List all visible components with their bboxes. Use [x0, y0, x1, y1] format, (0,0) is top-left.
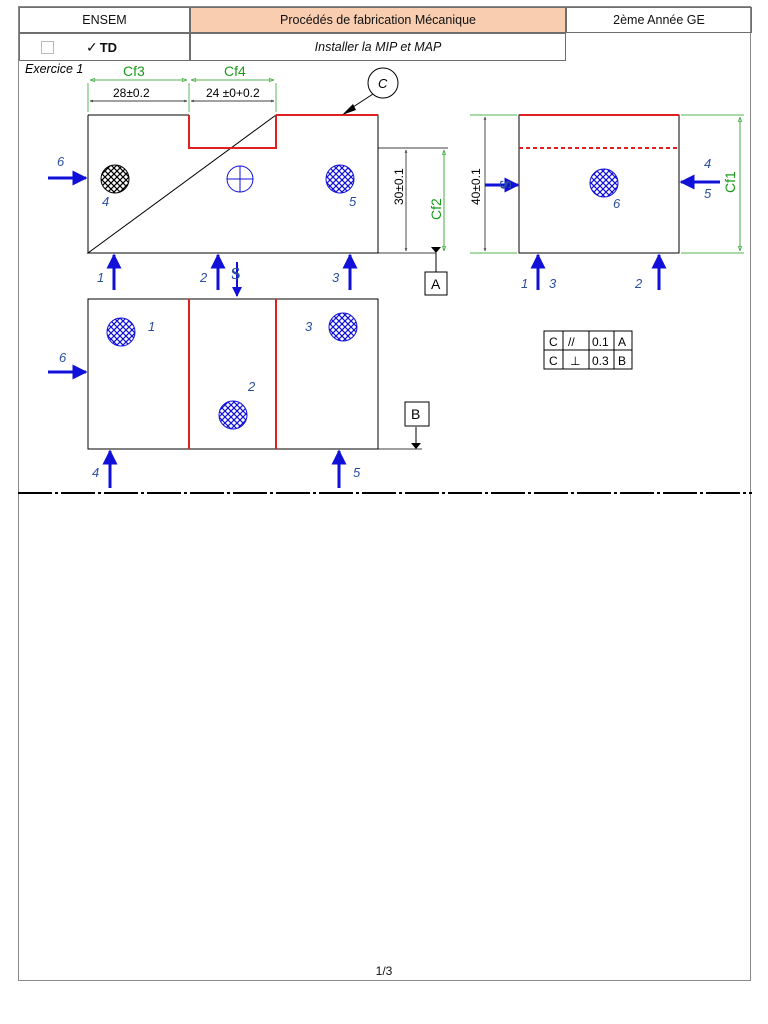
tol1-datum: A [618, 335, 626, 349]
top-point-2 [218, 400, 248, 430]
side-point-4-label: 4 [704, 156, 711, 171]
top-point-1-label: 1 [148, 319, 155, 334]
locating-point-4 [100, 164, 130, 194]
dim-24: 24 ±0+0.2 [206, 86, 260, 100]
dim-40: 40±0.1 [469, 168, 483, 205]
course-title: Procédés de fabrication Mécanique [280, 13, 476, 27]
top-dimensions: Cf3 Cf4 28±0.2 24 ±0+0.2 [87, 63, 277, 112]
course-cell: Procédés de fabrication Mécanique [190, 7, 566, 33]
tol1-value: 0.1 [592, 335, 609, 349]
top-view: B 1 3 2 6 4 5 [48, 298, 430, 488]
front-right-dimensions: 30±0.1 Cf2 A [378, 147, 448, 296]
school-name: ENSEM [82, 13, 127, 27]
header-table: ENSEM Procédés de fabrication Mécanique … [19, 7, 752, 61]
point-3-label: 3 [332, 270, 340, 285]
top-point-1 [106, 317, 136, 347]
dim-30: 30±0.1 [392, 168, 406, 205]
top-point-5-label: 5 [353, 465, 361, 480]
dim-cf1: Cf1 [722, 171, 738, 193]
session-type: TD [99, 39, 118, 55]
surface-c-text: C [378, 76, 388, 91]
checkbox-icon[interactable] [41, 40, 54, 54]
exercise1-title: Exercice 1 [25, 62, 83, 76]
side-point-1-label: 1 [521, 276, 528, 291]
school-cell: ENSEM [19, 7, 190, 33]
locating-point-5 [325, 164, 355, 194]
dim-cf4: Cf4 [224, 63, 246, 79]
checkmark-icon: ✓ [86, 38, 98, 55]
dim-cf3: Cf3 [123, 63, 145, 79]
top-point-6-label: 6 [59, 350, 67, 365]
top-point-2-label: 2 [247, 379, 256, 394]
page-number: 1/3 [375, 964, 393, 978]
front-view [86, 114, 379, 254]
surface-label-c: C [342, 67, 399, 115]
side-point-5-label: 5 [704, 186, 712, 201]
session-type-cell: ✓ TD [19, 33, 190, 61]
datum-b: B [411, 406, 420, 422]
year-label: 2ème Année GE [613, 13, 705, 27]
point-4-label: 4 [102, 194, 109, 209]
side-clamp-label: S [496, 180, 515, 189]
side-point-2-label: 2 [634, 276, 643, 291]
side-view: 40±0.1 Cf1 S 6 4 5 1 3 2 [469, 114, 744, 291]
clamp-label: S [231, 264, 240, 283]
top-point-3 [328, 312, 358, 342]
point-5-label: 5 [349, 194, 357, 209]
tol2-datum: B [618, 354, 626, 368]
datum-a: A [431, 276, 441, 292]
year-cell: 2ème Année GE [566, 7, 752, 33]
point-1-label: 1 [97, 270, 104, 285]
side-point-6-label: 6 [613, 196, 621, 211]
top-point-3-label: 3 [305, 319, 313, 334]
subtitle: Installer la MIP et MAP [314, 40, 442, 54]
front-locators: 6 4 5 1 2 3 S [48, 154, 358, 297]
perpendicularity-icon: ⊥ [570, 354, 580, 368]
parallelism-icon: // [568, 335, 575, 349]
tol1-surface: C [549, 335, 558, 349]
tolerance-frames: C // 0.1 A C ⊥ 0.3 B [543, 330, 633, 370]
subtitle-cell: Installer la MIP et MAP [190, 33, 566, 61]
locating-point-6 [589, 168, 619, 198]
dim-cf2: Cf2 [428, 198, 444, 220]
tol2-value: 0.3 [592, 354, 609, 368]
tol2-surface: C [549, 354, 558, 368]
top-point-4-label: 4 [92, 465, 99, 480]
dim-28: 28±0.2 [113, 86, 150, 100]
side-point-3-label: 3 [549, 276, 557, 291]
point-6-label: 6 [57, 154, 65, 169]
point-2-label: 2 [199, 270, 208, 285]
